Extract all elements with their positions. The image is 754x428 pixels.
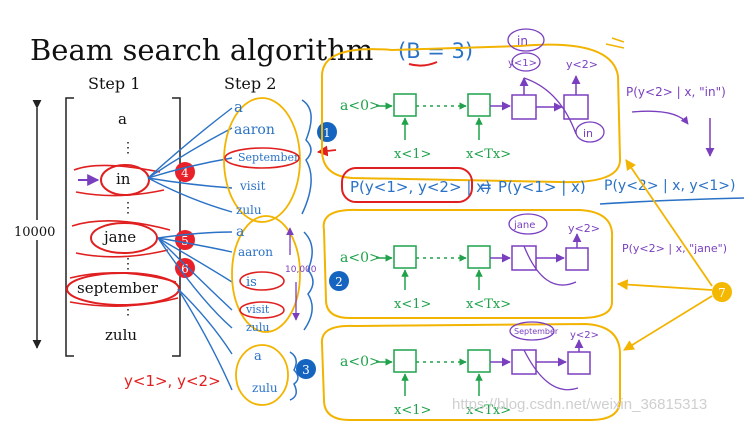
- marker-3: 3: [296, 359, 316, 379]
- brace-3: [289, 351, 299, 401]
- step2-group-in: [223, 97, 301, 223]
- input-first: x<1>: [394, 403, 431, 418]
- beam-output-word: jane: [513, 220, 535, 231]
- svg-text:1: 1: [323, 126, 331, 140]
- rnn-row-in: a<0> x<1> x<Tx> in y<1> y<2> in: [340, 28, 605, 162]
- init-activation: a<0>: [340, 250, 381, 266]
- marker-7-arrows: [616, 159, 713, 351]
- y-notation: y<1>, y<2>: [124, 372, 221, 390]
- network-outline-in: [320, 43, 622, 184]
- marker-1: 1: [317, 122, 337, 142]
- vocab-ellipsis: ⋮: [121, 256, 135, 272]
- vocab-word-in: in: [116, 170, 131, 188]
- step2-pick-highlight: [239, 271, 285, 291]
- fan-out-lines: [147, 107, 233, 391]
- svg-text:4: 4: [181, 166, 189, 180]
- step2-pick-highlight: [224, 147, 300, 169]
- vocab-word-a: a: [118, 110, 127, 128]
- step2-word: zulu: [246, 321, 269, 334]
- step2-word: zulu: [252, 381, 278, 395]
- step2-word: zulu: [236, 203, 262, 217]
- prob-first: P(y<1> | x): [498, 178, 586, 196]
- input-last: x<Tx>: [466, 297, 511, 312]
- step2-word: a: [254, 349, 262, 364]
- network-outline-jane: [322, 208, 614, 319]
- selection-scribbles: [69, 164, 179, 307]
- prob-joint: P(y<1>, y<2> | x): [350, 178, 491, 196]
- beam-output-label: y<2>: [570, 330, 599, 341]
- vocab-ellipsis: ⋮: [121, 200, 135, 216]
- vocab-ellipsis: ⋮: [121, 140, 135, 156]
- vocab-size-label: 10000: [14, 225, 55, 240]
- step2-pick-highlight: [239, 301, 285, 319]
- marker-5: 5: [175, 230, 195, 250]
- marker-2: 2: [329, 271, 349, 291]
- vocab-word-september: september: [77, 279, 159, 297]
- init-activation: a<0>: [340, 98, 381, 114]
- beam-input-word: in: [583, 127, 593, 140]
- step2-word: a: [236, 224, 244, 240]
- step2-group-jane: [231, 215, 301, 333]
- beam-output-label: y<2>: [568, 222, 600, 235]
- yellow-tick-marks: [605, 37, 625, 49]
- input-first: x<1>: [394, 297, 431, 312]
- svg-text:2: 2: [335, 275, 343, 289]
- step2-word: a: [234, 98, 243, 116]
- svg-text:5: 5: [181, 234, 189, 248]
- prob-second: P(y<2> | x, y<1>): [604, 178, 735, 194]
- beam-output-word: in: [517, 34, 528, 48]
- step2-label: Step 2: [224, 74, 276, 93]
- count-10000: 10,000: [285, 265, 317, 275]
- vocab-bracket-right: [172, 97, 181, 357]
- rnn-row-september: a<0> x<1> x<Tx> September y<2>: [340, 321, 599, 418]
- marker-4: 4: [175, 162, 195, 182]
- step2-word: September: [238, 151, 300, 164]
- vocab-bracket-left: [65, 97, 74, 357]
- marker-7: 7: [712, 282, 732, 302]
- brace-1: [301, 99, 312, 215]
- svg-text:3: 3: [302, 363, 310, 377]
- beam-hidden-label: y<1>: [508, 58, 537, 69]
- svg-text:7: 7: [718, 286, 726, 300]
- svg-text:6: 6: [181, 262, 189, 276]
- prob-equals: =: [479, 177, 492, 196]
- input-first: x<1>: [394, 147, 431, 162]
- network-outline-september: [320, 322, 621, 421]
- step2-word: visit: [239, 179, 266, 193]
- step2-word: is: [246, 275, 257, 290]
- step2-word: visit: [245, 303, 270, 316]
- prob-jane: P(y<2> | x, "jane"): [622, 242, 727, 255]
- input-last: x<Tx>: [466, 403, 511, 418]
- init-activation: a<0>: [340, 354, 381, 370]
- step2-group-september: [235, 344, 289, 406]
- beam-output-label: y<2>: [566, 58, 598, 71]
- selected-word-jane-circle: [90, 222, 158, 254]
- watermark: https://blog.csdn.net/weixin_36815313: [452, 396, 707, 413]
- vocab-word-jane: jane: [102, 228, 136, 246]
- prob-arrow: [631, 110, 689, 125]
- beam-width-note: (B = 3): [398, 39, 473, 63]
- red-pointer-arrow: [316, 145, 337, 157]
- step1-label: Step 1: [88, 74, 140, 93]
- marker-6: 6: [175, 258, 195, 278]
- page-title: Beam search algorithm: [30, 33, 373, 67]
- step2-word: aaron: [234, 122, 275, 138]
- brace-2: [303, 231, 314, 331]
- joint-prob-box: [341, 167, 473, 203]
- prob-in: P(y<2> | x, "in"): [626, 85, 726, 99]
- beam-output-word: September: [514, 327, 559, 336]
- input-last: x<Tx>: [466, 147, 511, 162]
- rnn-row-jane: a<0> x<1> x<Tx> jane y<2>: [340, 213, 600, 312]
- prob-underline: [599, 197, 745, 205]
- vocab-word-zulu: zulu: [105, 326, 137, 344]
- beam-note-underline: [408, 61, 438, 67]
- step2-word: aaron: [238, 245, 273, 259]
